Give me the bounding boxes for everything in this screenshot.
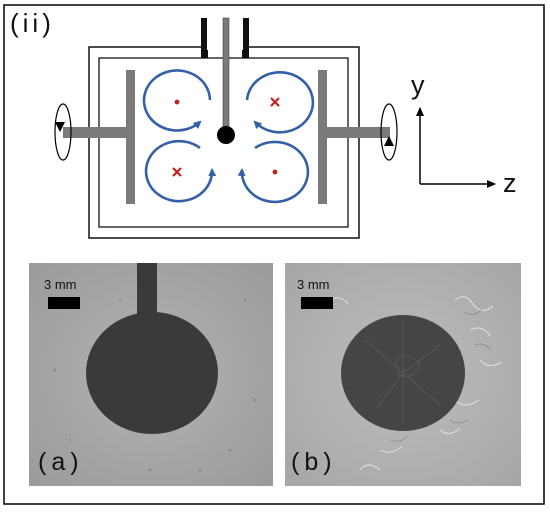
marker-dot	[174, 99, 180, 105]
inlet-tube-left	[201, 18, 208, 58]
marker-cross	[172, 167, 182, 177]
probe-rod	[222, 17, 230, 131]
y-axis-label: y	[411, 70, 425, 100]
probe-bead	[217, 126, 235, 144]
scale-label-a: 3 mm	[44, 277, 77, 292]
vortex-bottom-right	[237, 140, 310, 204]
rotation-arrow-left	[55, 122, 65, 132]
panel-label-a: (a)	[38, 448, 84, 476]
rotation-arrow-right	[384, 136, 394, 146]
marker-cross	[270, 97, 280, 107]
droplet-a	[86, 312, 218, 434]
z-axis-label: z	[503, 168, 517, 198]
vortex-bottom-left	[144, 139, 217, 203]
debris-b	[329, 296, 503, 471]
droplet-b-texture	[364, 320, 441, 425]
shaft-right	[327, 127, 390, 138]
vortex-top-left	[142, 69, 212, 132]
electrode-plate-left	[126, 70, 135, 204]
marker-dot	[272, 169, 278, 175]
probe-shadow	[137, 263, 157, 323]
inlet-tube-right	[242, 18, 249, 58]
debris-b-dark	[389, 309, 492, 442]
panel-label-b: (b)	[291, 448, 337, 476]
axes-indicator	[416, 107, 496, 188]
panel-label-ii: (ii)	[10, 8, 55, 38]
rotation-ring-right	[380, 103, 398, 161]
figure-border	[3, 4, 545, 505]
vortex-top-right	[245, 71, 315, 134]
scale-bar-b	[301, 297, 333, 309]
electrode-plate-right	[318, 70, 327, 204]
scale-bar-a	[48, 297, 80, 309]
scale-label-b: 3 mm	[297, 277, 330, 292]
rotation-ring-left	[54, 103, 72, 161]
photo-b	[285, 263, 521, 486]
cell-schematic	[54, 17, 398, 239]
photo-a	[29, 263, 273, 486]
shaft-left	[63, 127, 126, 138]
